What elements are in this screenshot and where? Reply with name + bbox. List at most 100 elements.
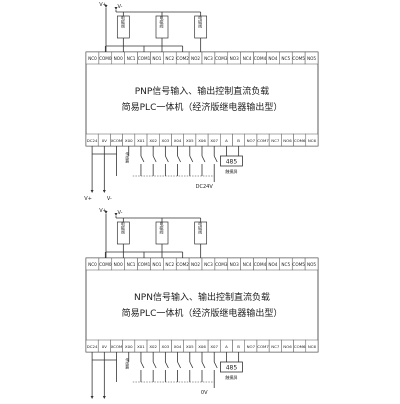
input-switch [152,361,157,369]
top-terminal-label: COM4 [254,262,267,267]
sensor-label: 传感器 [125,151,130,163]
top-terminal [304,257,319,271]
bottom-terminal-label: X07 [210,344,218,349]
bottom-terminal-label: NC7 [271,344,280,349]
top-terminal-label: COM4 [254,56,267,61]
bottom-terminal-label: X03 [162,344,170,349]
top-terminal-label: NC4 [243,56,252,61]
rs485-box [220,361,243,373]
bottom-terminal-label: XCOM [111,138,123,143]
bottom-terminal-label: XCOM [111,344,123,349]
top-terminal-label: NO2 [191,262,200,267]
bottom-terminal-label: A [225,138,228,143]
top-terminal-label: NO4 [268,262,277,267]
bottom-terminal-label: A [225,344,228,349]
top-terminal-label: NC2 [165,56,174,61]
top-terminal-label: NC2 [165,262,174,267]
bottom-terminal-label: 0V [102,138,107,143]
top-terminal-label: NO0 [114,262,123,267]
bottom-terminal-label: X03 [162,138,170,143]
input-switch [201,155,206,163]
top-terminal-label: NC0 [88,56,97,61]
top-terminal-label: NO1 [152,56,161,61]
top-terminal-label: NO0 [114,56,123,61]
top-terminal-label: COM2 [176,56,189,61]
top-terminal-label: COM1 [138,56,151,61]
plc-board [85,257,319,353]
bottom-terminal-label: DC24 [87,344,98,349]
solenoid-valve-label: 电磁阀 [121,15,126,29]
solenoid-valve-label: 电磁阀 [198,221,203,235]
plc-board [85,51,319,147]
top-terminal-label: NC4 [243,262,252,267]
input-switch [152,155,157,163]
touch-screen-label: 触摸屏 [225,374,237,380]
top-terminal-label: NO5 [307,56,316,61]
top-terminal-label: COM0 [99,56,112,61]
bottom-terminal-label: X06 [198,138,206,143]
bottom-terminal-label: B [237,138,240,143]
bottom-terminal-label: DC24 [87,138,98,143]
bottom-terminal-label: X00 [125,138,133,143]
bottom-terminal [305,133,319,147]
input-switch [140,361,145,369]
bottom-terminal-label: COM7 [257,344,269,349]
bottom-terminal-label: COM6 [294,344,306,349]
bottom-terminal-label: X04 [174,138,182,143]
bottom-terminal-label: NO6 [283,138,292,143]
input-switch [177,361,181,369]
bottom-terminal-label: X02 [149,138,157,143]
input-switch [201,361,206,369]
supply-vminus-arrow [114,213,118,216]
top-terminal-label: NC3 [204,262,213,267]
top-terminal-label: NO5 [307,262,316,267]
panel-title-line2: 简易PLC一体机（经济版继电器输出型） [122,307,283,319]
bottom-terminal-label: X05 [186,138,194,143]
solenoid-valve-label: 电磁阀 [121,221,126,235]
panel-title-line2: 简易PLC一体机（经济版继电器输出型） [122,101,283,113]
power-vplus-label: V+ [84,196,92,202]
top-terminal-label: NO4 [268,56,277,61]
input-switch [165,155,169,163]
bottom-terminal-label: NC6 [308,344,317,349]
top-terminal-label: COM3 [215,56,228,61]
bottom-terminal-label: X04 [174,344,182,349]
top-terminal-label: NO3 [230,262,239,267]
top-terminal [304,51,319,65]
panel-title-line1: NPN信号输入、输出控制直流负载 [134,291,270,303]
power-vminus-arrow [102,396,106,399]
bottom-terminal-label: NO7 [247,344,256,349]
input-switch [189,361,194,369]
top-terminal-label: NO1 [152,262,161,267]
bottom-terminal-label: COM6 [294,138,306,143]
supply-vplus-arrow [104,5,108,8]
top-terminal-label: COM3 [215,262,228,267]
solenoid-valve-label: 电磁阀 [160,15,165,29]
top-terminal-label: NC3 [204,56,213,61]
bottom-terminal-label: NC6 [308,138,317,143]
top-terminal-label: COM5 [292,56,305,61]
top-terminal-label: NO2 [191,56,200,61]
input-switch [213,155,218,163]
bottom-terminal-label: NC7 [271,138,280,143]
top-terminal-label: COM2 [176,262,189,267]
bottom-terminal-label: X06 [198,344,206,349]
supply-vplus-label: V+ [99,208,107,214]
input-switch [165,361,169,369]
top-terminal-label: COM1 [138,262,151,267]
rs485-label: 485 [226,365,238,372]
bottom-terminal-label: X05 [186,344,194,349]
bottom-terminal-label: X01 [137,344,145,349]
supply-vminus-label: V- [118,210,123,216]
supply-vminus-label: V- [118,4,123,10]
bottom-terminal-label: COM7 [257,138,269,143]
bottom-terminal-label: NO7 [247,138,256,143]
top-terminal-label: NC5 [281,56,290,61]
bottom-terminal-label: X07 [210,138,218,143]
panel-title-line1: PNP信号输入、输出控制直流负载 [135,85,270,97]
input-common-label: 0V [201,390,208,396]
top-terminal-label: NO3 [230,56,239,61]
